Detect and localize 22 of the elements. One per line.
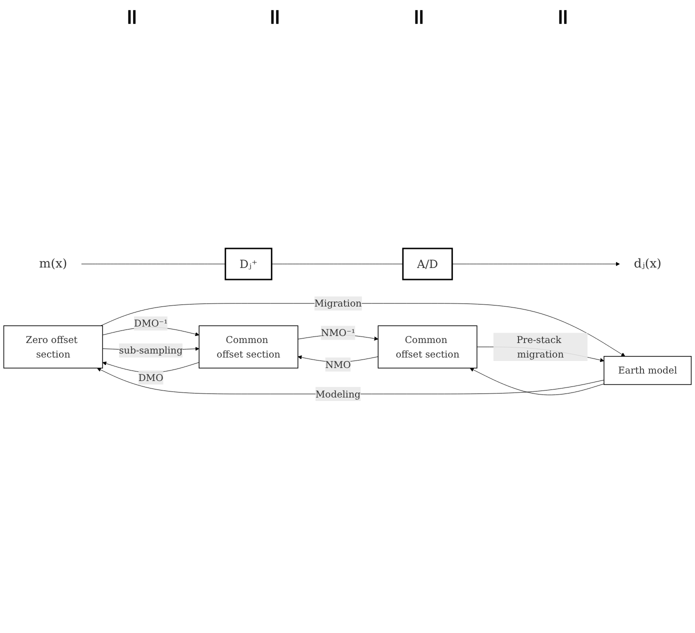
node-box: Dⱼ⁺	[224, 247, 272, 280]
node-box: A/D	[402, 247, 453, 280]
node-box: Common offset section	[378, 325, 478, 368]
node-box: Common offset section	[198, 325, 298, 368]
node-box: Earth model	[604, 356, 692, 385]
edge-label: NMO	[325, 358, 351, 370]
edge-label: Modeling	[316, 388, 361, 400]
node-box: Zero offset section	[3, 325, 103, 368]
connector	[271, 263, 404, 264]
edge-label: Migration	[314, 297, 362, 309]
edge-label: NMO⁻¹	[320, 326, 356, 338]
edge-label: DMO	[138, 371, 164, 383]
equals-sign: =	[406, 8, 432, 26]
edge-label: sub-sampling	[119, 344, 183, 356]
connector	[81, 263, 226, 264]
edge-label: DMO⁻¹	[134, 317, 168, 329]
node-text: m(x)	[39, 256, 68, 270]
equals-sign: =	[262, 8, 289, 26]
equals-sign: =	[550, 8, 576, 26]
edge-label: Pre-stack migration	[516, 334, 564, 360]
node-text: dⱼ(x)	[634, 256, 662, 270]
equals-sign: =	[118, 8, 145, 26]
